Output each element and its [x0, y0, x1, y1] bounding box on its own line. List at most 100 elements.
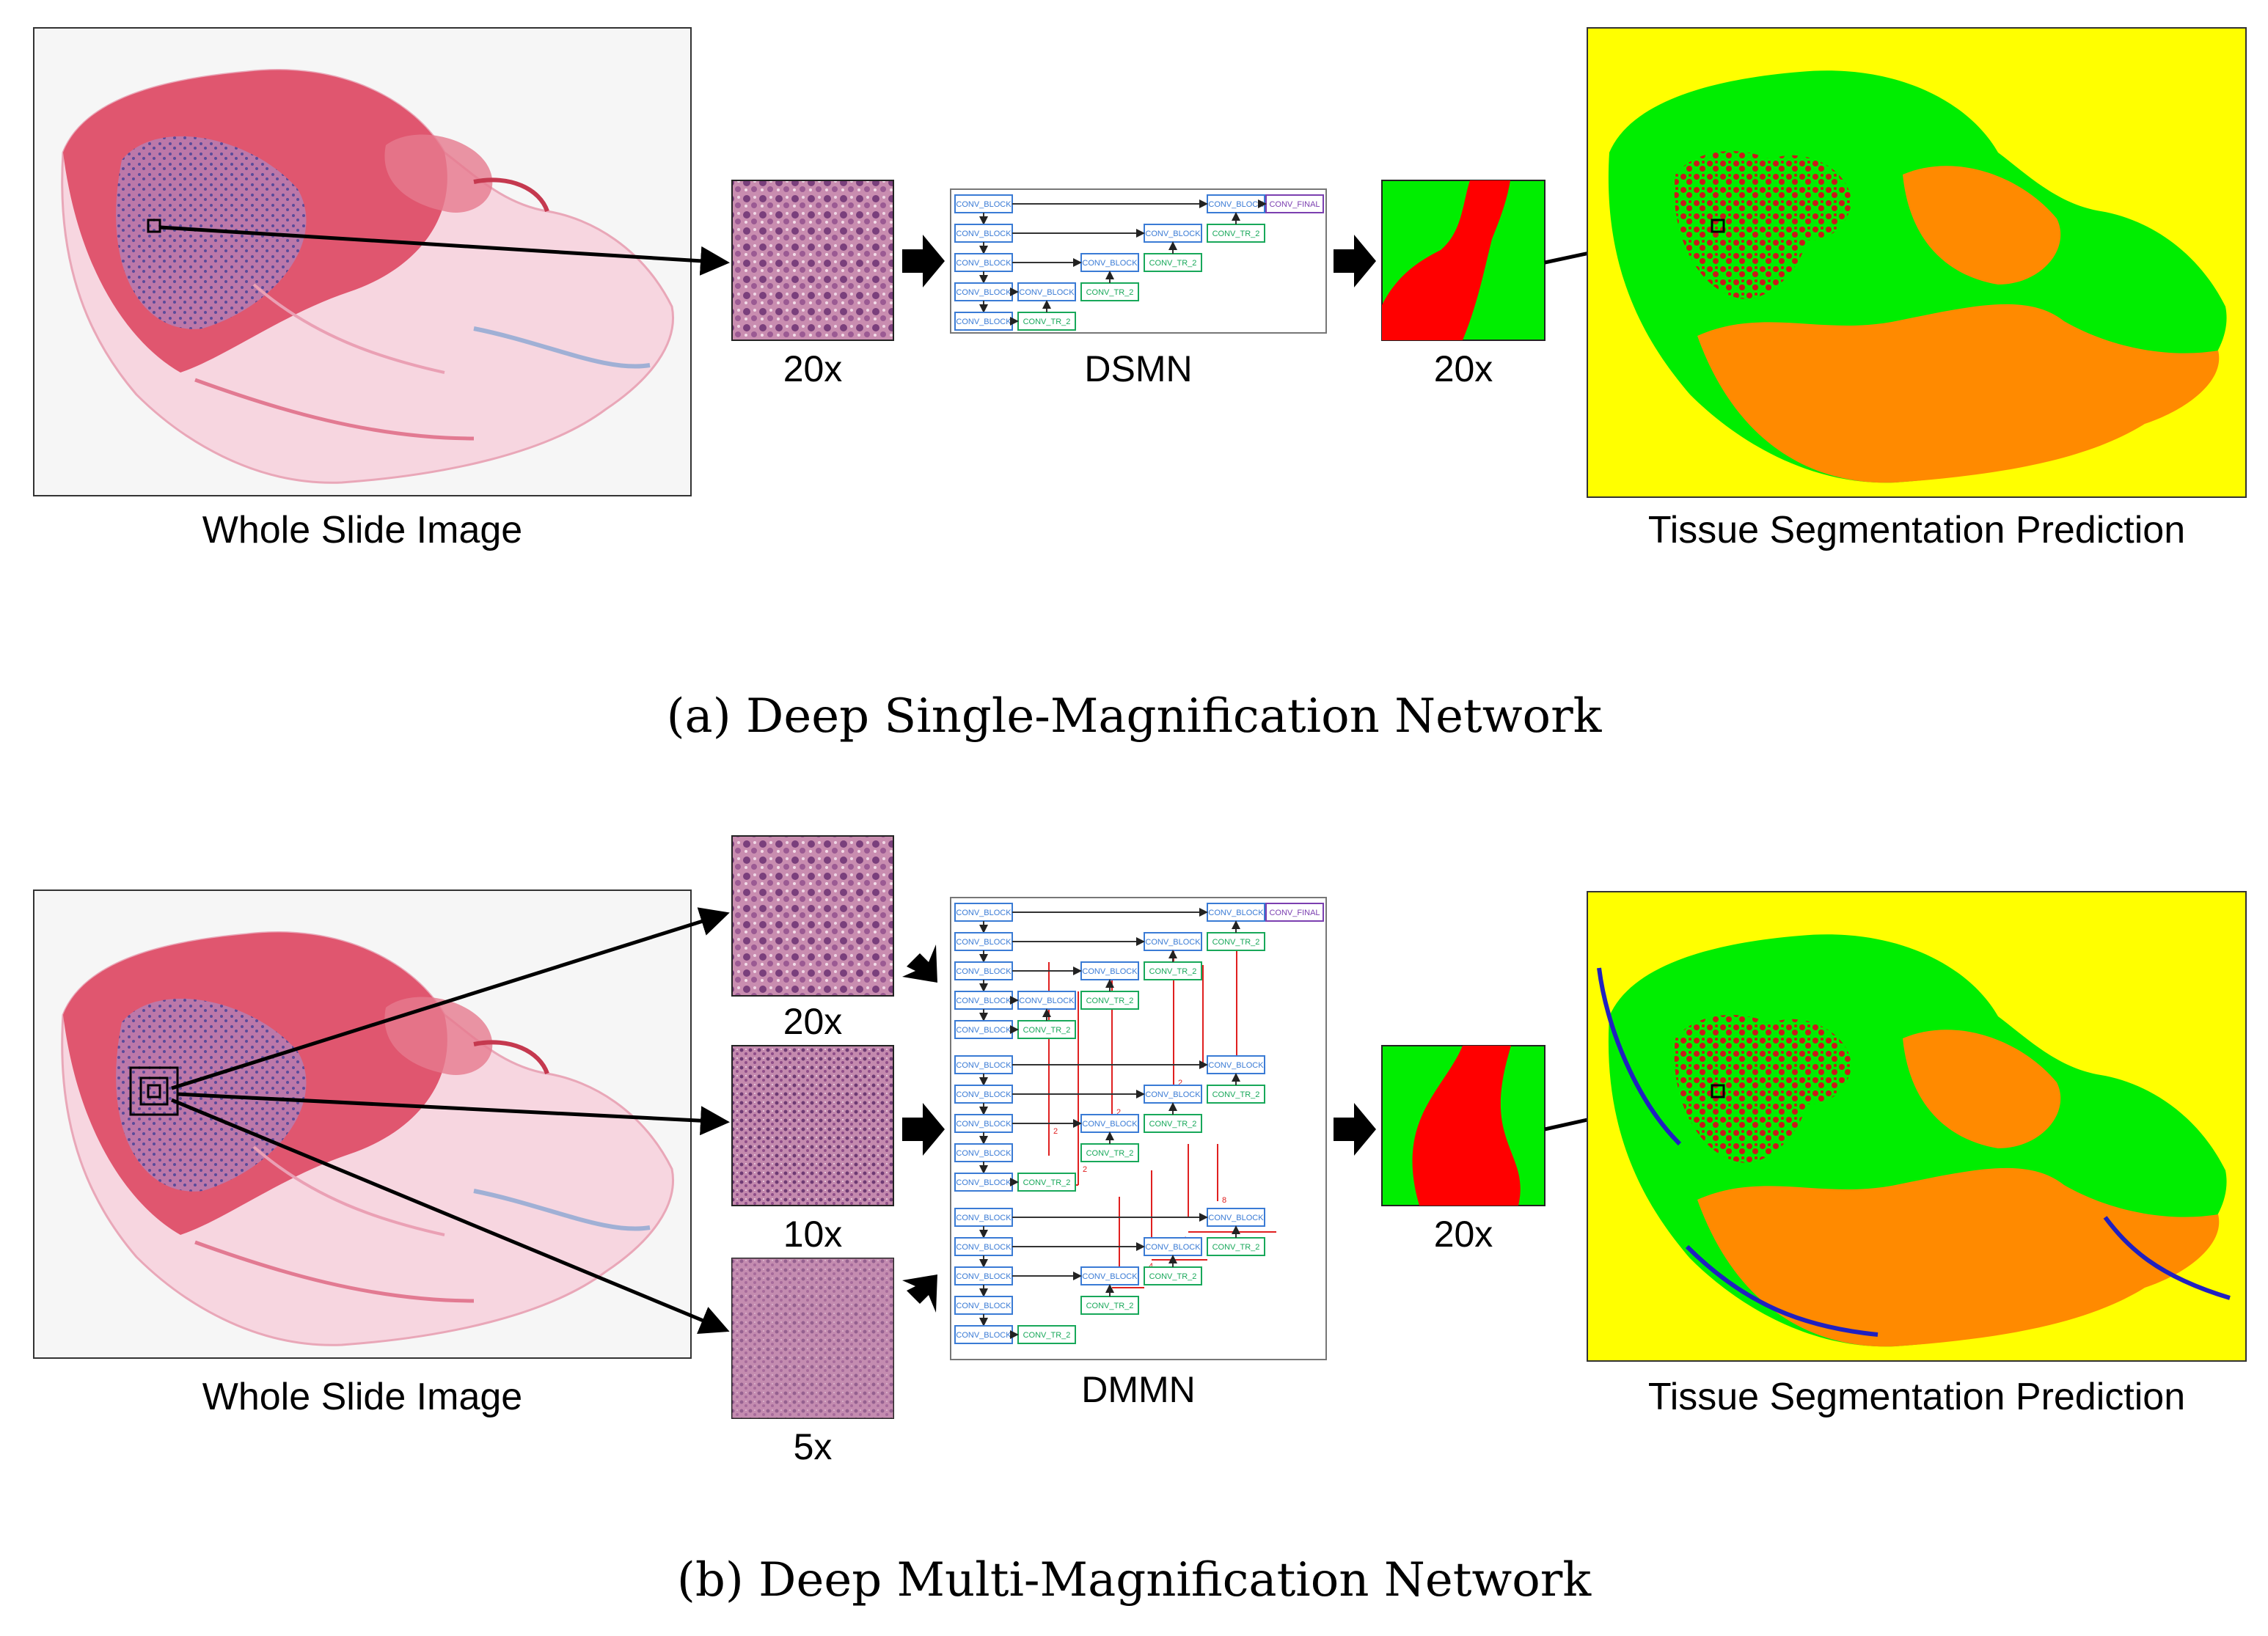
dmmn2-tr-2: CONV_TR_2	[1144, 1266, 1202, 1285]
dmmn0-tr-4-label: CONV_TR_2	[1023, 1026, 1071, 1035]
dmmn0-enc-3: CONV_BLOCK	[954, 991, 1013, 1010]
dmmn0-dec-2: CONV_BLOCK	[1144, 932, 1202, 951]
arrow-wsi-to-patch-a	[159, 225, 730, 276]
arrow-net-to-output-a	[1334, 235, 1376, 287]
connector-label-3: 2	[1178, 1079, 1182, 1087]
dsmn-tr-3-label: CONV_TR_2	[1086, 288, 1134, 297]
dsmn-tr-4: CONV_TR_2	[1017, 312, 1076, 331]
dsmn-enc-4: CONV_BLOCK	[954, 312, 1013, 331]
dmmn1-tr-3: CONV_TR_2	[1080, 1143, 1139, 1162]
dmmn1-enc-3-label: CONV_BLOCK	[956, 1149, 1012, 1158]
dmmn2-tr-2-label: CONV_TR_2	[1149, 1272, 1197, 1281]
dmmn2-enc-1-label: CONV_BLOCK	[956, 1243, 1012, 1252]
dsmn-tr-4-label: CONV_TR_2	[1023, 318, 1071, 326]
dmmn1-tr-3-label: CONV_TR_2	[1086, 1149, 1134, 1158]
dsmn-enc-3-label: CONV_BLOCK	[956, 288, 1012, 297]
dmmn1-enc-0-label: CONV_BLOCK	[956, 1061, 1012, 1070]
dmmn0-enc-3-label: CONV_BLOCK	[956, 997, 1012, 1005]
dmmn2-tr-4: CONV_TR_2	[1017, 1325, 1076, 1344]
wsi-label-a: Whole Slide Image	[202, 509, 522, 551]
arrow-patch-to-net-a	[902, 235, 945, 287]
dmmn2-tr-1-label: CONV_TR_2	[1212, 1243, 1260, 1252]
dmmn1-dec-1-label: CONV_BLOCK	[1208, 1061, 1264, 1070]
dsmn-enc-3: CONV_BLOCK	[954, 282, 1013, 301]
roi-box-20x	[147, 1084, 161, 1098]
roi-box-pred-a	[1711, 219, 1725, 233]
patch-label-5x: 5x	[794, 1426, 833, 1467]
dmmn0-tr-3-label: CONV_TR_2	[1086, 997, 1134, 1005]
patch-10x-b	[731, 1045, 894, 1206]
dsmn-dec-2: CONV_BLOCK	[1144, 224, 1202, 243]
dmmn0-enc-1-label: CONV_BLOCK	[956, 938, 1012, 947]
dsmn-dec-1: CONV_BLOCK	[1207, 194, 1265, 213]
dmmn0-tr-4: CONV_TR_2	[1017, 1020, 1076, 1039]
dsmn-enc-1-label: CONV_BLOCK	[956, 230, 1012, 238]
dsmn-final-label: CONV_FINAL	[1269, 200, 1320, 209]
connector-label-1: 2	[1083, 1165, 1087, 1174]
dmmn1-enc-2-label: CONV_BLOCK	[956, 1120, 1012, 1129]
arrow-patch10-to-net	[902, 1103, 945, 1156]
dmmn2-dec-2: CONV_BLOCK	[1144, 1237, 1202, 1256]
panel-a: Whole Slide Image 20x CONV_BLOCKCONV_BLO…	[34, 27, 2247, 744]
prediction-label-a: Tissue Segmentation Prediction	[1648, 509, 2185, 551]
dmmn0-dec-2-label: CONV_BLOCK	[1145, 938, 1201, 947]
dmmn2-enc-2: CONV_BLOCK	[954, 1266, 1013, 1285]
arrow-net-to-output-b	[1334, 1103, 1376, 1156]
patch-label-10x: 10x	[783, 1214, 843, 1255]
dmmn2-tr-3-label: CONV_TR_2	[1086, 1302, 1134, 1310]
dmmn2-dec-3-label: CONV_BLOCK	[1082, 1272, 1138, 1281]
dmmn0-enc-1: CONV_BLOCK	[954, 932, 1013, 951]
dsmn-tr-1: CONV_TR_2	[1207, 224, 1265, 243]
dmmn2-tr-1: CONV_TR_2	[1207, 1237, 1265, 1256]
output-mask-a	[1381, 180, 1545, 341]
dmmn0-tr-2: CONV_TR_2	[1144, 961, 1202, 980]
dmmn0-enc-2: CONV_BLOCK	[954, 961, 1013, 980]
dsmn-enc-0: CONV_BLOCK	[954, 194, 1013, 213]
dmmn2-dec-1-label: CONV_BLOCK	[1208, 1214, 1264, 1222]
dmmn0-dec-4: CONV_BLOCK	[1017, 991, 1076, 1010]
dmmn1-dec-3-label: CONV_BLOCK	[1082, 1120, 1138, 1129]
blue-boundary-regions	[1597, 967, 2231, 1337]
dsmn-network: CONV_BLOCK CONV_BLOCK CONV_BLOCK CONV_BLOCK…	[950, 188, 1327, 334]
dsmn-tr-3: CONV_TR_2	[1080, 282, 1139, 301]
dmmn0-enc-0: CONV_BLOCK	[954, 903, 1013, 922]
dmmn2-enc-3-label: CONV_BLOCK	[956, 1302, 1012, 1310]
dmmn0-dec-4-label: CONV_BLOCK	[1019, 997, 1075, 1005]
whole-slide-image-b	[34, 890, 691, 1358]
patch-label-a: 20x	[783, 348, 843, 389]
dmmn2-enc-4-label: CONV_BLOCK	[956, 1331, 1012, 1340]
dmmn1-tr-2: CONV_TR_2	[1144, 1114, 1202, 1133]
dmmn-final-label: CONV_FINAL	[1269, 909, 1320, 917]
connector-label-2: 2	[1116, 1108, 1121, 1117]
segmentation-prediction-b	[1587, 891, 2247, 1362]
patch-20x-b	[731, 835, 894, 997]
roi-box-10x	[139, 1076, 169, 1106]
dmmn1-enc-1: CONV_BLOCK	[954, 1085, 1013, 1104]
dmmn0-tr-1: CONV_TR_2	[1207, 932, 1265, 951]
dsmn-dec-3: CONV_BLOCK	[1080, 253, 1139, 272]
roi-box-pred-b	[1711, 1084, 1725, 1098]
dsmn-dec-3-label: CONV_BLOCK	[1082, 259, 1138, 268]
dmmn1-dec-2: CONV_BLOCK	[1144, 1085, 1202, 1104]
dsmn-dec-1-label: CONV_BLOCK	[1208, 200, 1264, 209]
whole-slide-image-a	[34, 28, 691, 496]
dsmn-final: CONV_FINAL	[1265, 194, 1324, 213]
dmmn0-tr-2-label: CONV_TR_2	[1149, 967, 1197, 976]
dmmn-network: 2222448 CONV_BLOCKCONV_BLOCKCONV_BLOCKCO…	[950, 897, 1327, 1360]
dmmn0-enc-0-label: CONV_BLOCK	[956, 909, 1012, 917]
roi-box-5x	[129, 1066, 179, 1116]
arrow-wsi-to-patch-10x	[177, 1092, 730, 1136]
dmmn2-dec-1: CONV_BLOCK	[1207, 1208, 1265, 1227]
dmmn1-tr-4-label: CONV_TR_2	[1023, 1178, 1071, 1187]
connector-label-0: 2	[1053, 1127, 1058, 1136]
patch-20x-a	[731, 180, 894, 341]
dmmn1-enc-4-label: CONV_BLOCK	[956, 1178, 1012, 1187]
dmmn0-enc-4-label: CONV_BLOCK	[956, 1026, 1012, 1035]
dsmn-enc-1: CONV_BLOCK	[954, 224, 1013, 243]
connector-label-6: 8	[1222, 1196, 1226, 1205]
dmmn2-tr-3: CONV_TR_2	[1080, 1296, 1139, 1315]
segmentation-prediction-a	[1587, 27, 2247, 498]
caption-b: (b) Deep Multi-Magnification Network	[677, 1553, 1592, 1607]
